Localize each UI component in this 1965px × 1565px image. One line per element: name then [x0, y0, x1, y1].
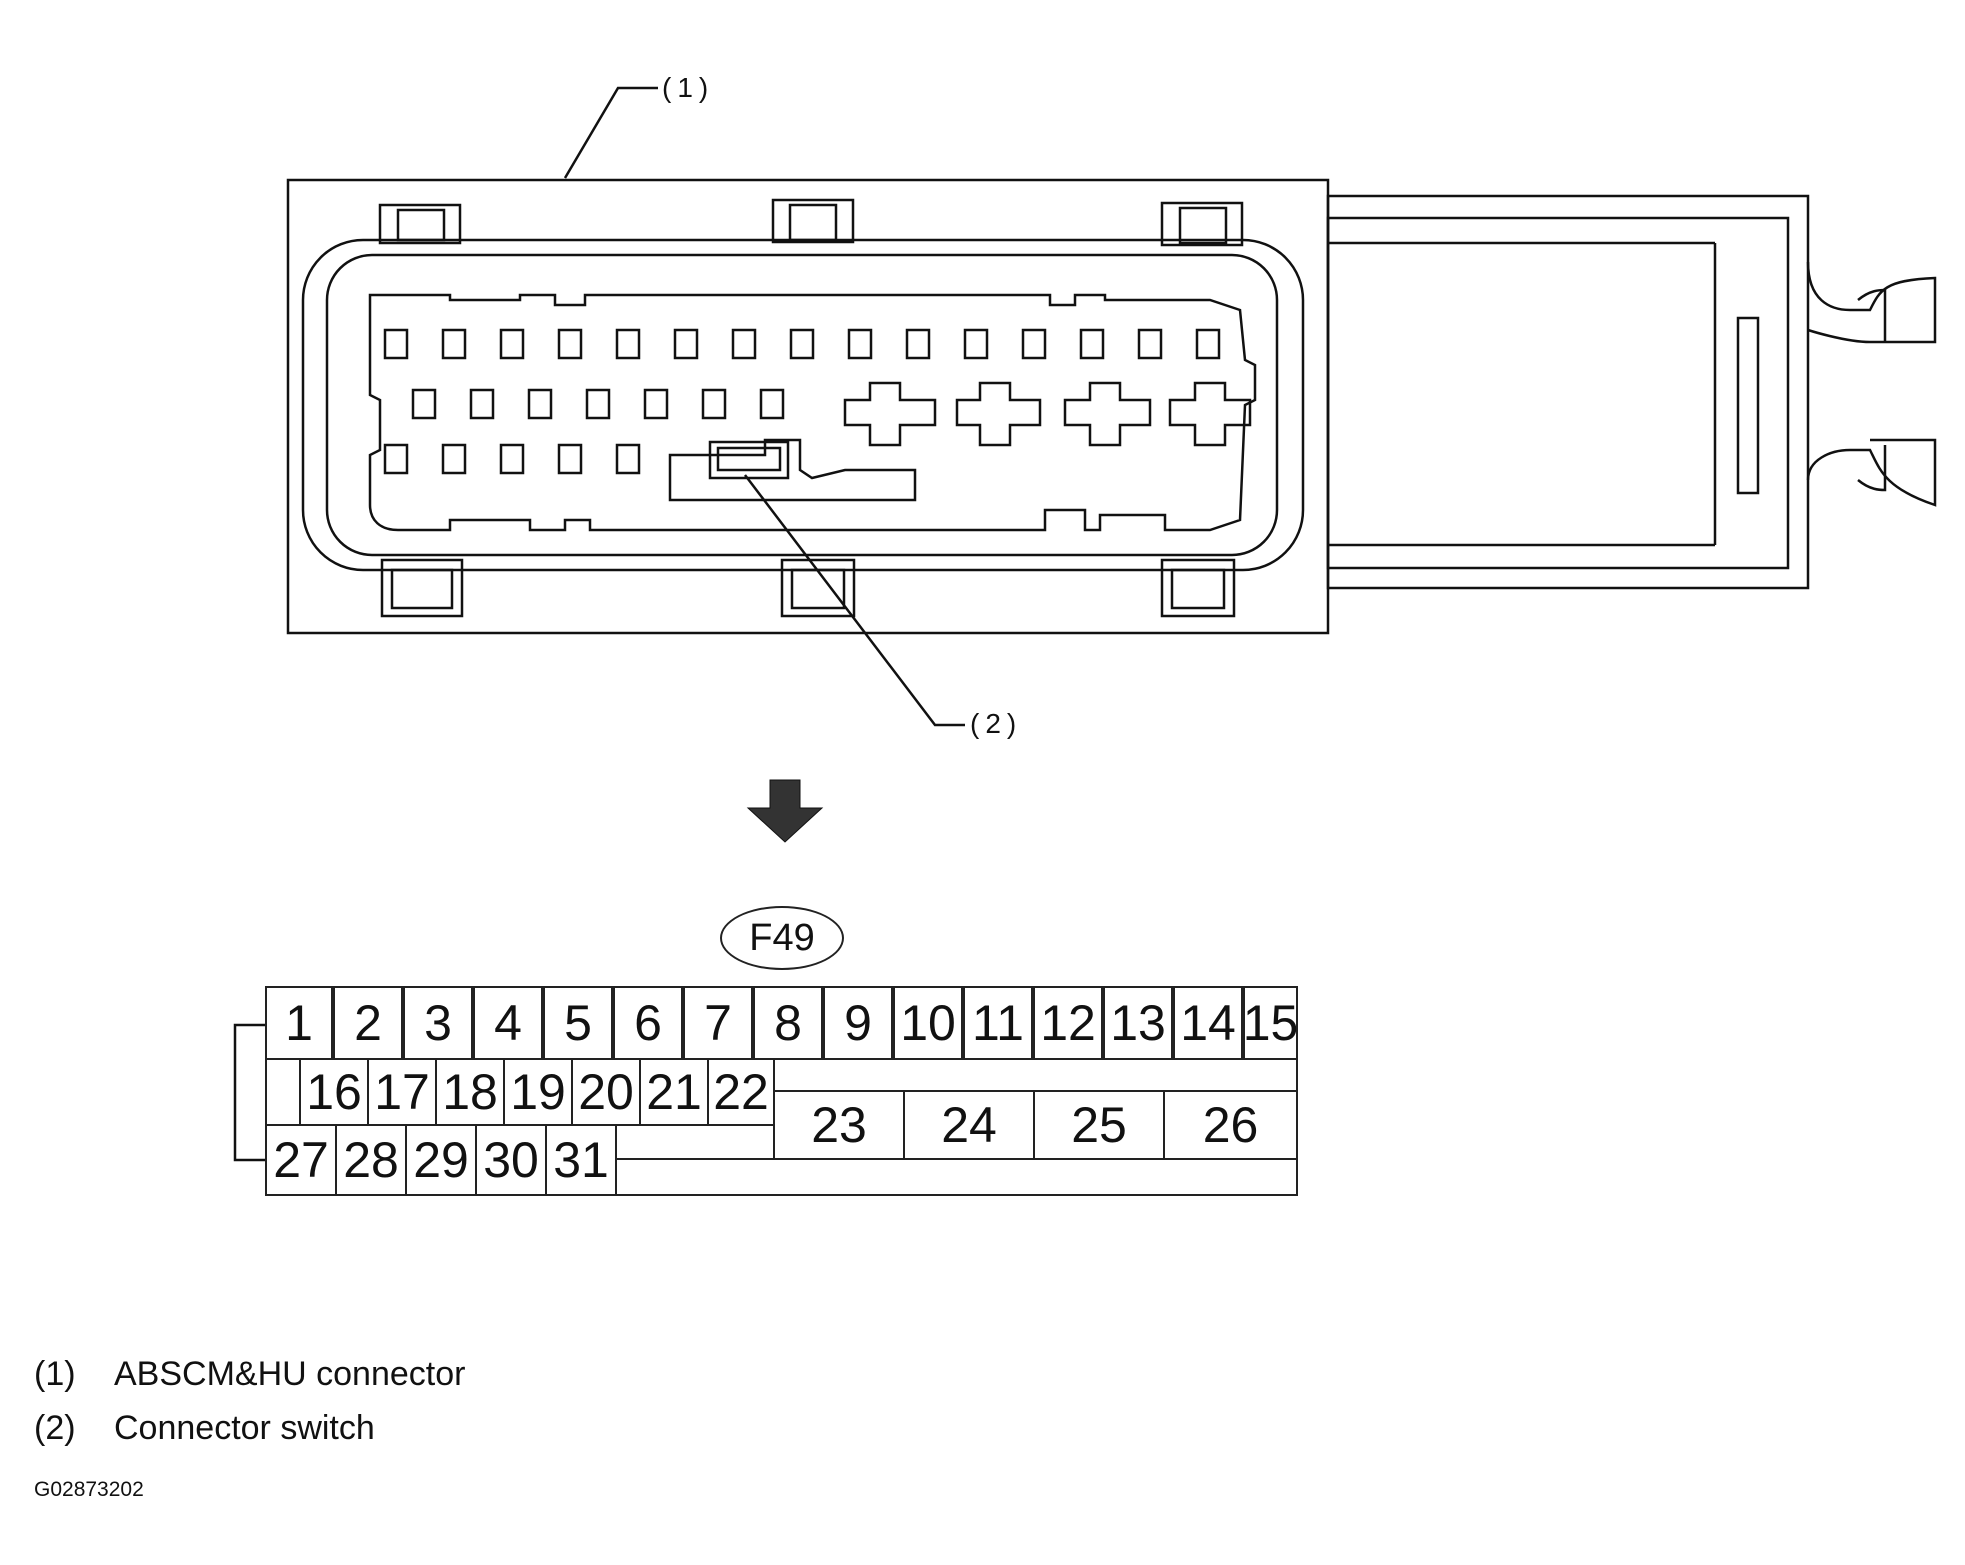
callout-2-leader: [744, 474, 965, 727]
cavity-row-2: [411, 388, 785, 420]
down-arrow-icon: [746, 779, 824, 843]
pin-21: 21: [639, 1058, 709, 1126]
connector-face-outer: [301, 238, 1305, 572]
legend-item-1-number: (1): [34, 1355, 76, 1393]
cavity-row-3: [383, 443, 641, 475]
cavity-row-1: [383, 328, 1221, 360]
pin-30: 30: [475, 1124, 547, 1196]
connector-slider: [1326, 194, 1810, 590]
pin-blank: [265, 1058, 301, 1126]
pin-27: 27: [265, 1124, 337, 1196]
pin-20: 20: [571, 1058, 641, 1126]
pin-1: 1: [265, 986, 333, 1060]
connector-id-badge: F49: [720, 906, 844, 970]
pin-3: 3: [403, 986, 473, 1060]
pin-bottom-strip: [615, 1158, 1298, 1196]
pin-strip: [773, 1058, 1298, 1092]
legend-item-2: (2) Connector switch: [34, 1409, 375, 1448]
legend-item-2-number: (2): [34, 1409, 76, 1447]
pin-26: 26: [1163, 1090, 1298, 1160]
pin-18: 18: [435, 1058, 505, 1126]
pin-17: 17: [367, 1058, 437, 1126]
pin-9: 9: [823, 986, 893, 1060]
pin-6: 6: [613, 986, 683, 1060]
connector-housing: [286, 178, 1330, 635]
pin-4: 4: [473, 986, 543, 1060]
pin-31: 31: [545, 1124, 617, 1196]
cavity-large: [843, 381, 1252, 447]
legend-item-2-label: Connector switch: [114, 1409, 375, 1447]
pin-28: 28: [335, 1124, 407, 1196]
pin-11: 11: [963, 986, 1033, 1060]
legend-item-1-label: ABSCM&HU connector: [114, 1355, 466, 1393]
pin-2: 2: [333, 986, 403, 1060]
pin-16: 16: [299, 1058, 369, 1126]
pin-14: 14: [1173, 986, 1243, 1060]
callout-2-label: (2): [970, 708, 1023, 739]
pin-grid: 1 2 3 4 5 6 7 8 9 10 11 12 13 14 15 16 1…: [265, 986, 1298, 1196]
pin-22: 22: [707, 1058, 775, 1126]
figure-code: G02873202: [34, 1478, 144, 1501]
cavity-outline: [368, 293, 1257, 532]
callout-1-label: (1): [662, 72, 715, 103]
connector-face-inner: [325, 253, 1279, 557]
pin-7: 7: [683, 986, 753, 1060]
pin-10: 10: [893, 986, 963, 1060]
pin-19: 19: [503, 1058, 573, 1126]
pin-8: 8: [753, 986, 823, 1060]
pin-12: 12: [1033, 986, 1103, 1060]
callout-1-leader: [563, 86, 658, 179]
pin-15: 15: [1243, 986, 1298, 1060]
pin-29: 29: [405, 1124, 477, 1196]
connector-switch: [668, 438, 917, 502]
pin-grid-bracket: [233, 1023, 265, 1162]
pin-13: 13: [1103, 986, 1173, 1060]
pin-25: 25: [1033, 1090, 1165, 1160]
pin-5: 5: [543, 986, 613, 1060]
legend-item-1: (1) ABSCM&HU connector: [34, 1355, 465, 1394]
pin-24: 24: [903, 1090, 1035, 1160]
pin-23: 23: [773, 1090, 905, 1160]
